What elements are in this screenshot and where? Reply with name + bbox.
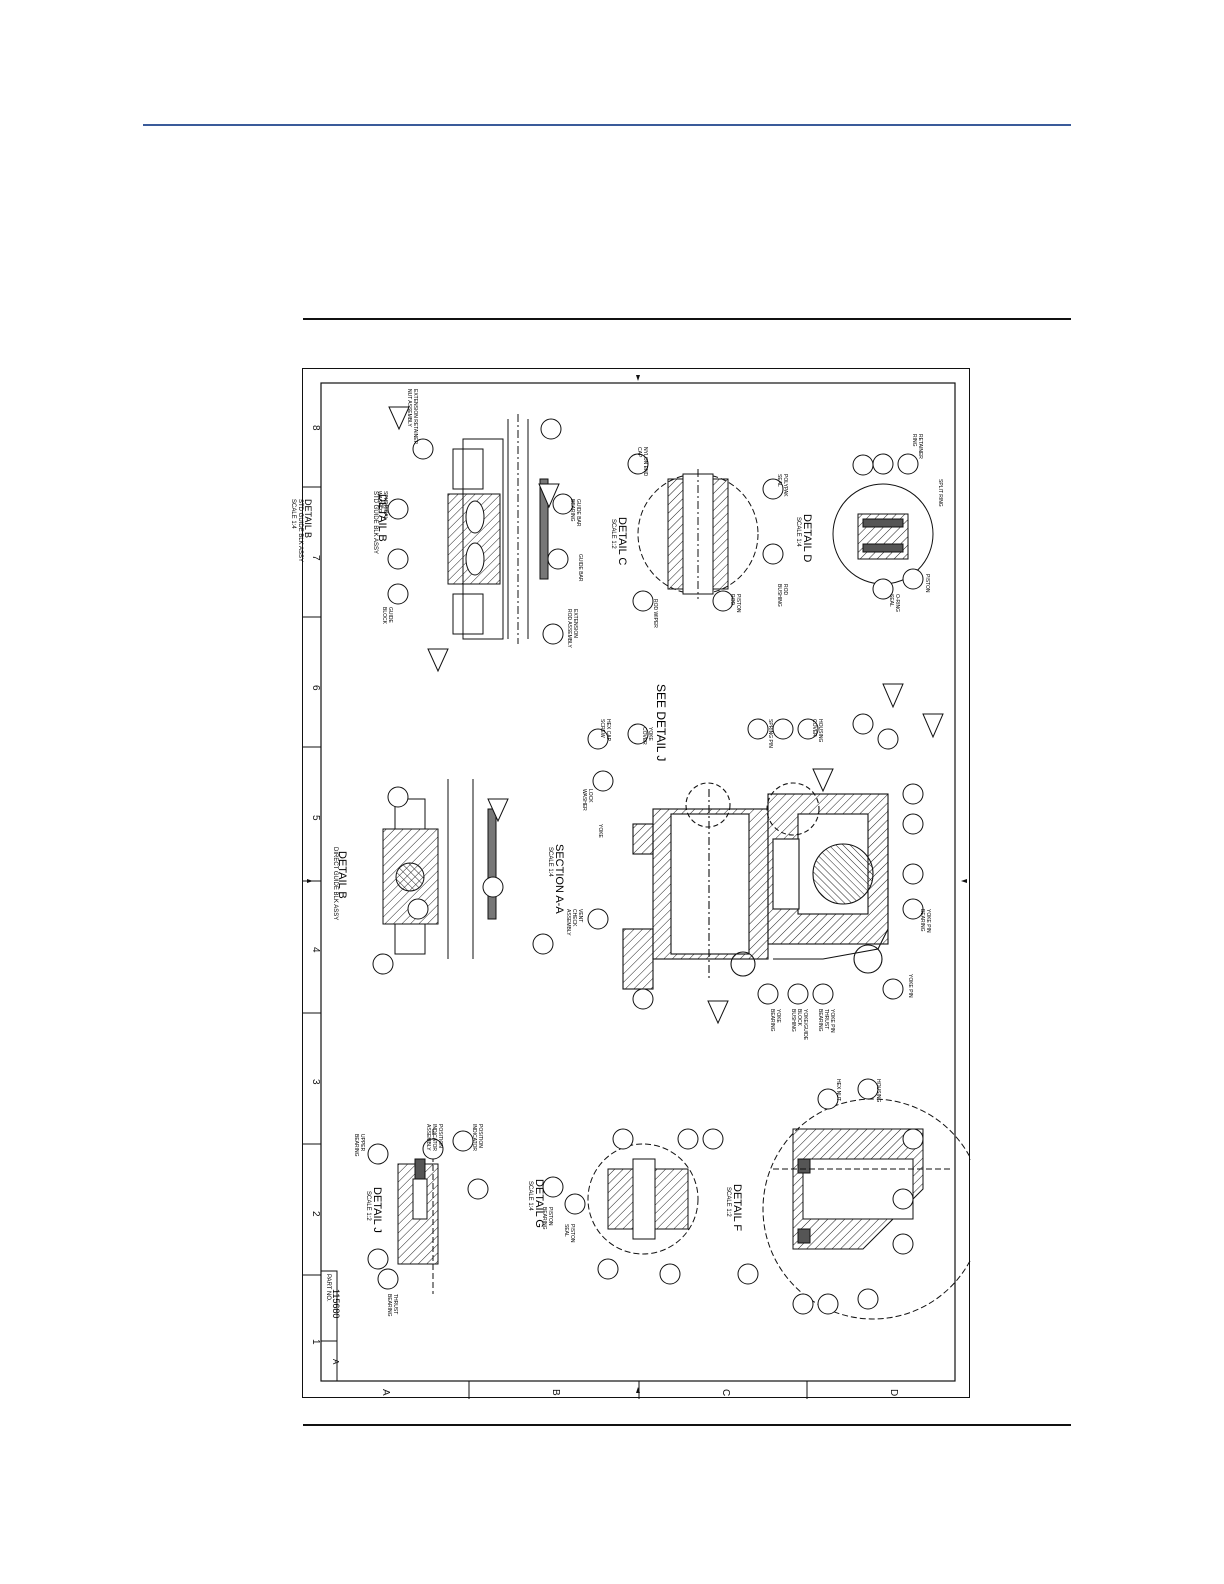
zone-label-5: 5 xyxy=(310,815,321,821)
center-marks xyxy=(307,375,967,1393)
detail-c-view xyxy=(637,469,759,599)
zone-label-b: B xyxy=(550,1389,561,1396)
title-block: PART NO. 115680 A xyxy=(320,1270,341,1382)
detail-d-view xyxy=(832,483,934,585)
zone-label-7: 7 xyxy=(310,555,321,561)
zone-label-d: D xyxy=(888,1389,899,1396)
detail-g-view xyxy=(587,1143,699,1255)
drawing-sheet-svg: 8 7 6 5 4 3 2 1 A B C D PART NO. 115680 … xyxy=(303,375,971,1399)
zone-label-4: 4 xyxy=(310,947,321,953)
zone-label-2: 2 xyxy=(310,1211,321,1217)
zone-labels: 8 7 6 5 4 3 2 1 A B C D xyxy=(310,425,899,1396)
detail-b-std-title: DETAIL B xyxy=(303,499,313,539)
figure-top-rule xyxy=(303,318,1071,320)
detail-b-std-view xyxy=(447,414,549,644)
engineering-drawing: 8 7 6 5 4 3 2 1 A B C D PART NO. 115680 … xyxy=(290,368,971,1399)
detail-j-view xyxy=(397,1129,439,1294)
inner-frame xyxy=(320,382,956,1382)
zone-label-1: 1 xyxy=(310,1339,321,1345)
zone-label-a: A xyxy=(380,1389,391,1396)
part-no-value: 115680 xyxy=(331,1289,341,1318)
section-aa-view xyxy=(622,782,889,990)
note-flags xyxy=(388,406,944,1025)
header-rule xyxy=(143,124,1071,126)
zone-label-8: 8 xyxy=(310,425,321,431)
detail-b-std-sub: STD GUIDE BLK ASSY xyxy=(297,499,303,563)
figure-bottom-rule xyxy=(303,1424,1071,1426)
drawing-annotations: DETAIL B STD GUIDE BLK ASSY SCALE 1:4 xyxy=(290,369,971,1399)
detail-b-std-scale: SCALE 1:4 xyxy=(290,499,296,529)
zone-label-3: 3 xyxy=(310,1079,321,1085)
zone-label-c: C xyxy=(720,1389,731,1396)
detail-f-view xyxy=(762,1098,971,1320)
zone-label-6: 6 xyxy=(310,685,321,691)
part-no-label: PART NO. xyxy=(325,1274,331,1302)
rev-value: A xyxy=(331,1359,340,1365)
item-balloons xyxy=(367,418,924,1315)
